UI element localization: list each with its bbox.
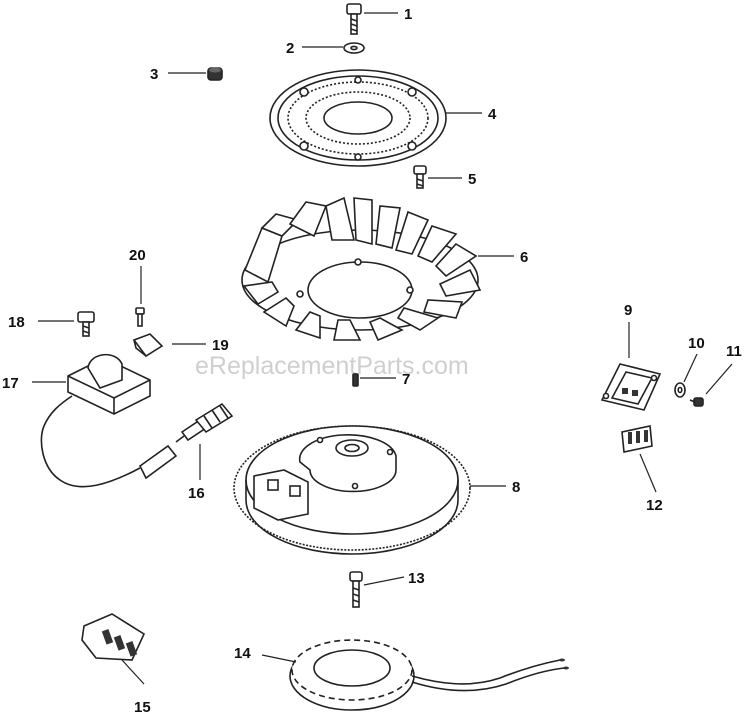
part-7-key [352,373,359,387]
part-18-screw [77,311,95,337]
part-11-screw [689,397,704,407]
part-1-bolt [346,3,362,35]
callout-18: 18 [8,314,25,331]
callout-9: 9 [624,302,632,319]
part-2-washer [343,42,365,54]
leader-lines [32,12,733,685]
callout-11: 11 [726,343,742,360]
callout-13: 13 [408,570,425,587]
part-6-fan [241,196,482,342]
part-12-connector [621,425,653,453]
part-9-rectifier [600,363,662,411]
callout-15: 15 [134,699,151,716]
part-16-spark-plug [175,402,234,443]
watermark: eReplacementParts.com [195,352,469,380]
part-14-stator [289,639,569,711]
callout-20: 20 [129,247,146,264]
callout-3: 3 [150,66,158,83]
callouts: 1 2 3 4 5 6 7 8 9 10 11 12 13 14 15 16 1… [2,6,742,716]
callout-12: 12 [646,497,663,514]
part-19-clip [132,333,164,358]
part-3-nut [207,67,223,81]
callout-6: 6 [520,249,528,266]
callout-10: 10 [688,335,705,352]
callout-2: 2 [286,40,294,57]
part-20-screw [135,307,145,327]
callout-8: 8 [512,479,520,496]
callout-5: 5 [468,171,476,188]
callout-4: 4 [488,106,497,123]
part-8-flywheel [233,425,471,555]
callout-7: 7 [402,371,410,388]
callout-17: 17 [2,375,19,392]
part-5-screw [413,165,427,189]
callout-19: 19 [212,337,229,354]
part-4-screen [269,69,447,167]
part-10-washer [674,382,686,398]
callout-16: 16 [188,485,205,502]
part-15-terminal [81,613,146,661]
callout-1: 1 [404,6,412,23]
callout-14: 14 [234,645,251,662]
part-13-bolt [349,571,363,608]
part-17-ignition-module [40,353,178,488]
